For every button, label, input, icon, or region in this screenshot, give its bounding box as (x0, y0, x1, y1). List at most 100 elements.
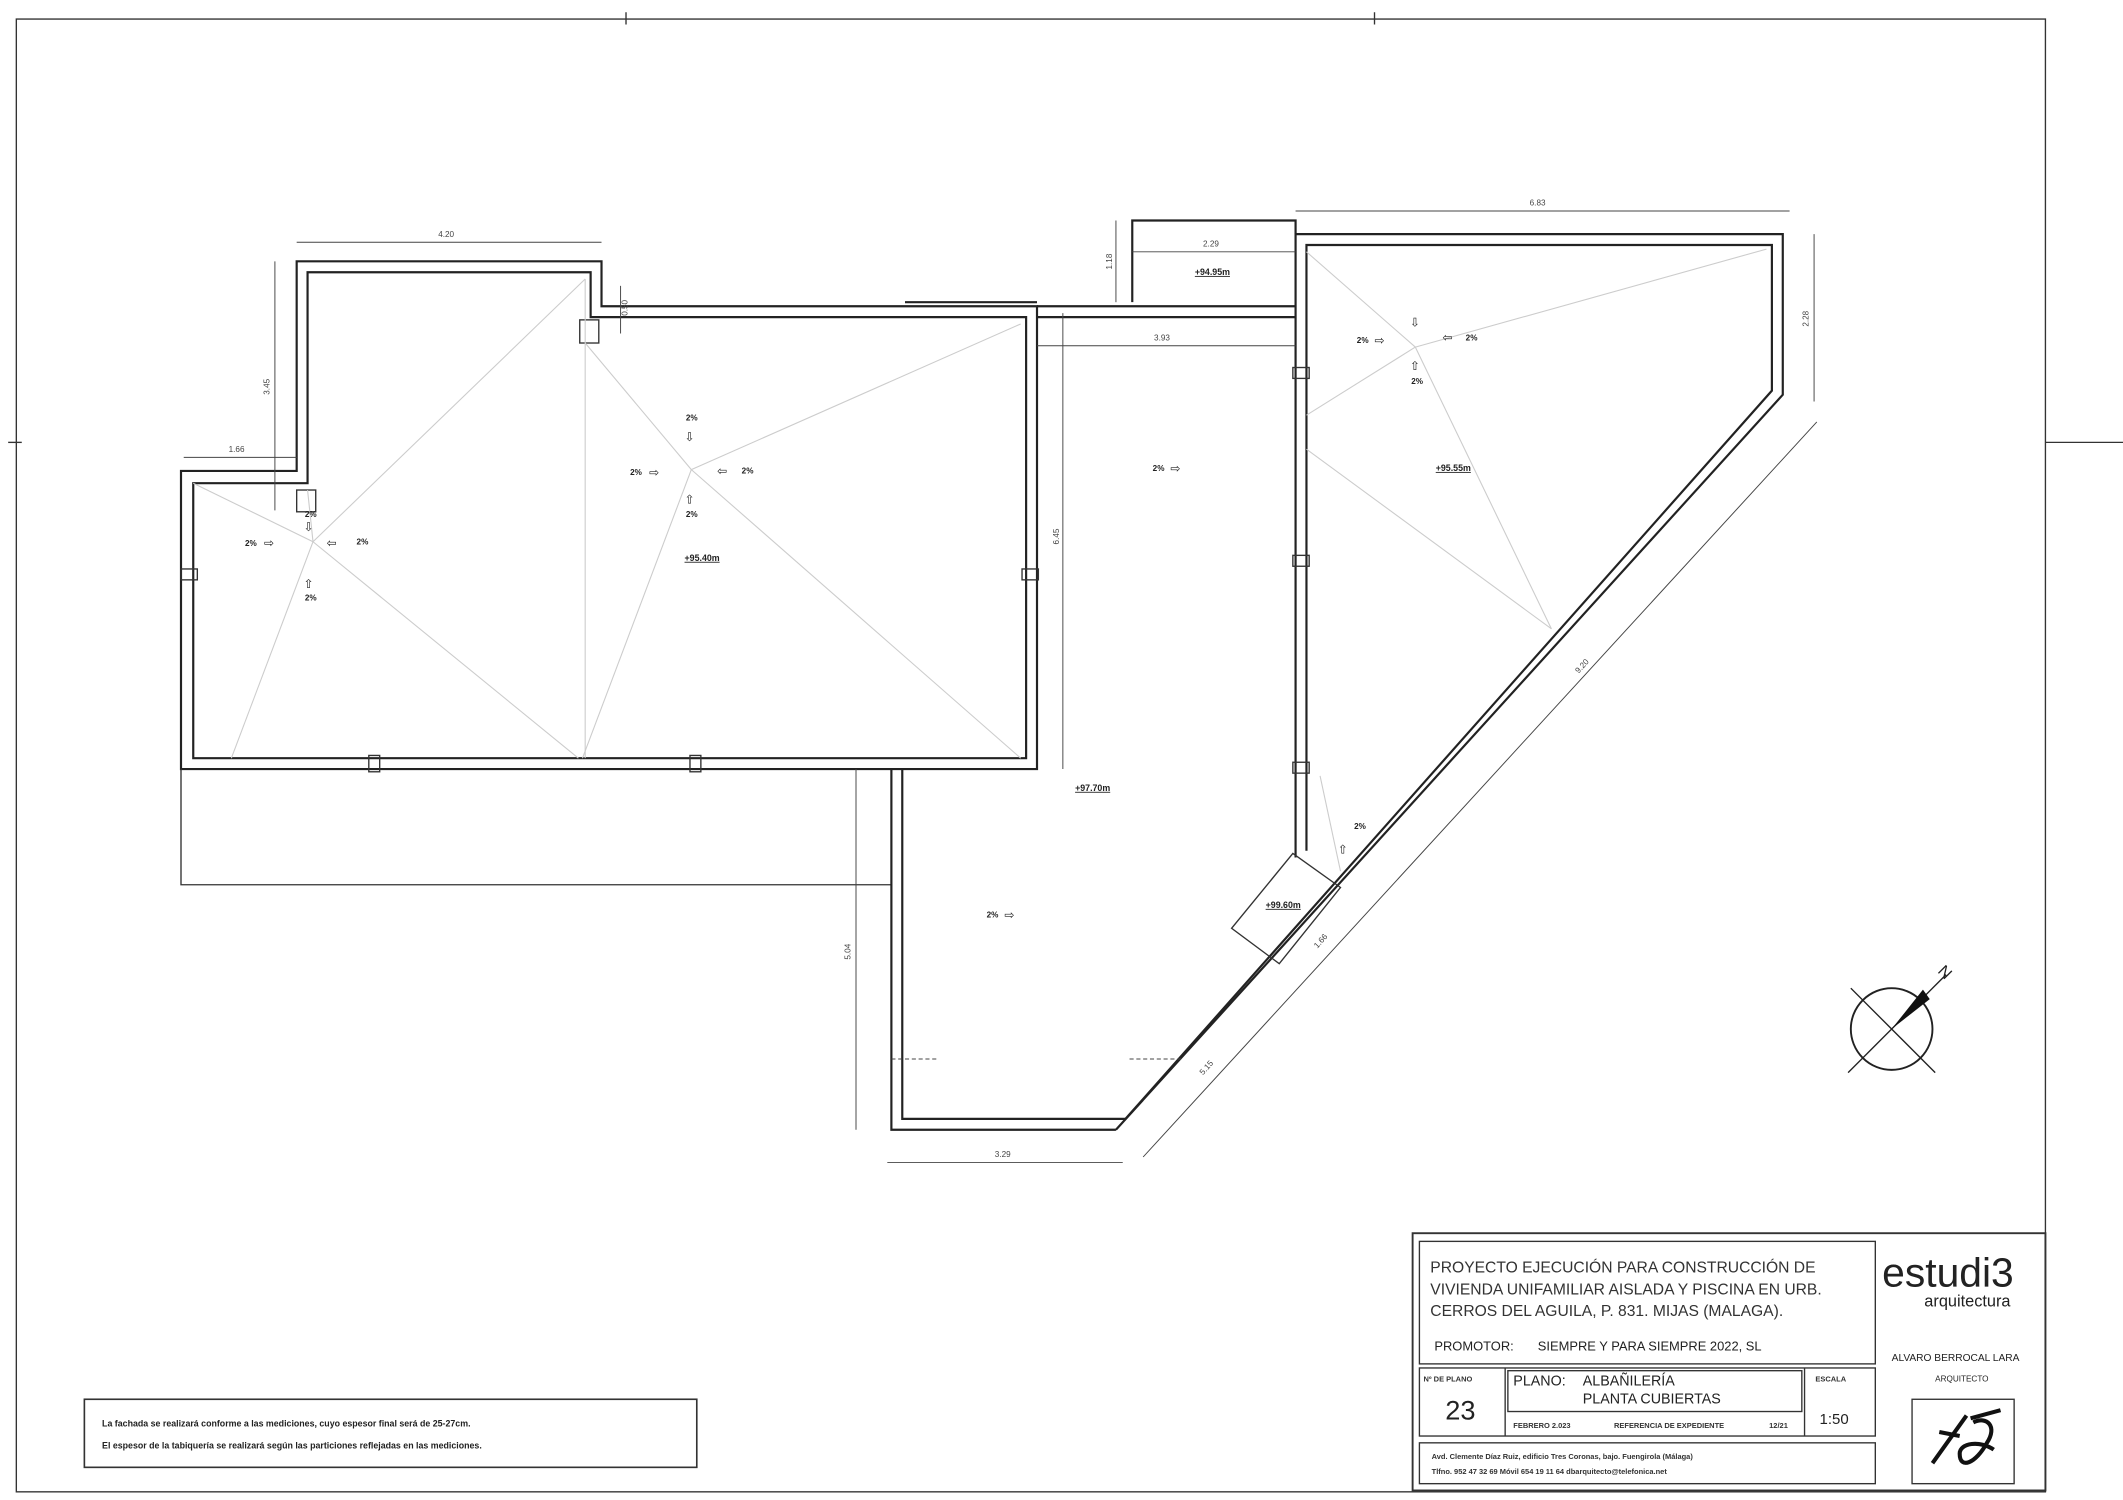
left-roof-walls (179, 260, 1040, 886)
sheet-frame (8, 12, 2123, 1493)
plano-num-label: Nº DE PLANO (1423, 1375, 1472, 1384)
right-roof-walls (1115, 233, 1784, 1131)
svg-text:⇦: ⇦ (327, 536, 337, 550)
svg-text:⇦: ⇦ (1443, 331, 1453, 345)
svg-text:⇨: ⇨ (649, 465, 659, 479)
small-box-walls (1131, 219, 1297, 303)
slope-arrow: ⇧ 2% (303, 577, 317, 602)
escala-label: ESCALA (1815, 1375, 1846, 1384)
north-arrow-icon: N (1847, 962, 1955, 1074)
plano-title-1: ALBAÑILERÍA (1583, 1373, 1676, 1390)
project-line-1: PROYECTO EJECUCIÓN PARA CONSTRUCCIÓN DE (1430, 1258, 1815, 1277)
svg-text:⇩: ⇩ (1410, 316, 1420, 330)
svg-text:⇧: ⇧ (1338, 842, 1348, 856)
svg-text:2%: 2% (305, 593, 318, 602)
slope-arrow: 2% ⇩ (685, 414, 699, 444)
architect-signature (1930, 1408, 2002, 1465)
architect-name: ALVARO BERROCAL LARA (1892, 1353, 2020, 1364)
promotor-label: PROMOTOR: (1434, 1338, 1513, 1353)
slope-arrow: 2%⇩ (303, 510, 317, 534)
svg-text:2%: 2% (1411, 377, 1424, 386)
svg-text:2%: 2% (686, 510, 699, 519)
plano-title-2: PLANTA CUBIERTAS (1583, 1391, 1721, 1407)
level-labels: +95.40m +94.95m +95.55m +97.70m +99.60m (685, 267, 1471, 910)
north-label: N (1934, 962, 1955, 983)
svg-text:⇨: ⇨ (1170, 461, 1180, 475)
architect-role: ARQUITECTO (1935, 1375, 1988, 1384)
level-mid-roof: +97.70m (1075, 783, 1110, 793)
dim-mid-width: 3.93 (1154, 333, 1170, 342)
svg-text:⇨: ⇨ (264, 536, 274, 550)
level-right-roof: +95.55m (1436, 463, 1471, 473)
svg-text:2%: 2% (1153, 464, 1166, 473)
slope-arrow: 2% ⇨ (245, 536, 274, 550)
dim-box-width: 2.29 (1203, 239, 1219, 248)
svg-text:2%: 2% (1357, 336, 1370, 345)
slope-arrow: ⇦ 2% (1443, 331, 1479, 345)
dim-right-width: 6.83 (1530, 199, 1546, 208)
svg-text:⇩: ⇩ (303, 520, 313, 534)
svg-text:2%: 2% (987, 910, 1000, 919)
ref-label: REFERENCIA DE EXPEDIENTE (1614, 1421, 1724, 1430)
dim-right-height: 2.28 (1802, 310, 1811, 326)
svg-text:2%: 2% (742, 467, 755, 476)
level-diamond: +99.60m (1266, 900, 1301, 910)
project-line-3: CERROS DEL AGUILA, P. 831. MIJAS (MALAGA… (1430, 1303, 1783, 1320)
middle-roof-walls (890, 301, 1296, 1131)
address: Avd. Clemente Díaz Ruiz, edificio Tres C… (1432, 1452, 1694, 1461)
slope-arrow: ⇧ 2% (1410, 359, 1424, 386)
right-roof-ridges (1306, 248, 1767, 872)
level-left-roof: +95.40m (685, 553, 720, 563)
dim-diag-long: 5.15 (1198, 1058, 1216, 1076)
svg-text:2%: 2% (305, 510, 318, 519)
slope-arrow: 2% ⇨ (630, 465, 659, 479)
svg-text:2%: 2% (357, 537, 370, 546)
plano-label: PLANO: (1513, 1374, 1565, 1390)
svg-text:⇦: ⇦ (717, 464, 727, 478)
level-box: +94.95m (1195, 267, 1230, 277)
studio-logo: estudi3 (1882, 1249, 2014, 1295)
plano-number: 23 (1445, 1395, 1475, 1426)
dim-mid-height: 6.45 (1052, 528, 1061, 544)
diamond-skylight (1230, 852, 1342, 965)
promotor-value: SIEMPRE Y PARA SIEMPRE 2022, SL (1538, 1338, 1762, 1353)
note-line-2: El espesor de la tabiquería se realizará… (102, 1440, 482, 1450)
svg-text:⇩: ⇩ (685, 430, 695, 444)
slope-indicators: 2%⇨ ⇦2% 2%⇩ ⇧2% 2%⇩ 2%⇨ ⇦2% ⇧2% 2%⇨ 2%⇨ … (245, 316, 1478, 922)
dim-top-left-width: 4.20 (438, 230, 454, 239)
slope-arrow: 2% ⇨ (987, 908, 1015, 922)
svg-text:⇧: ⇧ (685, 493, 695, 507)
svg-text:⇨: ⇨ (1004, 908, 1014, 922)
note-line-1: La fachada se realizará conforme a las m… (102, 1418, 470, 1428)
slope-arrow: 2% ⇨ (1357, 333, 1385, 347)
project-line-2: VIVIENDA UNIFAMILIAR AISLADA Y PISCINA E… (1430, 1281, 1821, 1298)
svg-text:2%: 2% (686, 414, 699, 423)
dim-box-height: 1.18 (1105, 253, 1114, 269)
escala-value: 1:50 (1820, 1411, 1849, 1428)
svg-text:2%: 2% (1466, 333, 1479, 342)
slope-arrow: ⇦ 2% (327, 536, 369, 550)
dim-left-annex: 1.66 (229, 445, 245, 454)
ref-value: 12/21 (1769, 1421, 1788, 1430)
svg-text:2%: 2% (245, 539, 258, 548)
dimension-lines (183, 210, 1818, 1163)
left-roof-ridges (193, 278, 1022, 759)
dim-bottom-width: 3.29 (995, 1150, 1011, 1159)
slope-arrow: 2% ⇨ (1153, 461, 1181, 475)
slope-arrow: ⇦ 2% (717, 464, 754, 478)
dim-bottom-height: 5.04 (844, 943, 853, 959)
contact-phones: Tlfno. 952 47 32 69 Móvil 654 19 11 64 d… (1432, 1467, 1668, 1476)
studio-logo-sub: arquitectura (1924, 1293, 2011, 1311)
svg-text:⇧: ⇧ (1410, 359, 1420, 373)
svg-text:⇨: ⇨ (1375, 333, 1385, 347)
slope-arrow: ⇧ 2% (685, 493, 699, 520)
title-block: PROYECTO EJECUCIÓN PARA CONSTRUCCIÓN DE … (1411, 1232, 2047, 1492)
dim-diag-short: 1.66 (1312, 932, 1330, 950)
dim-left-height: 3.45 (262, 378, 271, 394)
dim-diagonal: 9.20 (1573, 657, 1591, 675)
note-box: La fachada se realizará conforme a las m… (83, 1398, 698, 1469)
svg-text:2%: 2% (630, 468, 643, 477)
dimension-labels: 4.20 3.45 1.66 0.50 3.93 6.45 2.29 1.18 … (229, 199, 1811, 1159)
svg-text:⇧: ⇧ (303, 577, 313, 591)
